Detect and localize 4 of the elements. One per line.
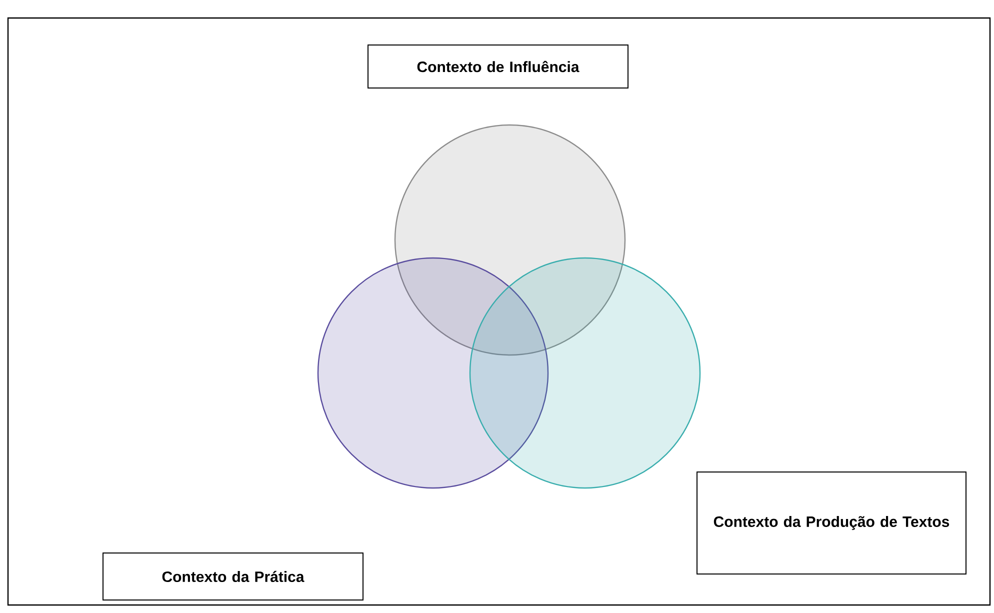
venn-circle xyxy=(469,257,701,489)
label-box: Contexto de Influência xyxy=(368,44,628,88)
label-box: Contexto da Produção de Textos xyxy=(696,472,966,574)
label-box: Contexto da Prática xyxy=(102,552,364,600)
